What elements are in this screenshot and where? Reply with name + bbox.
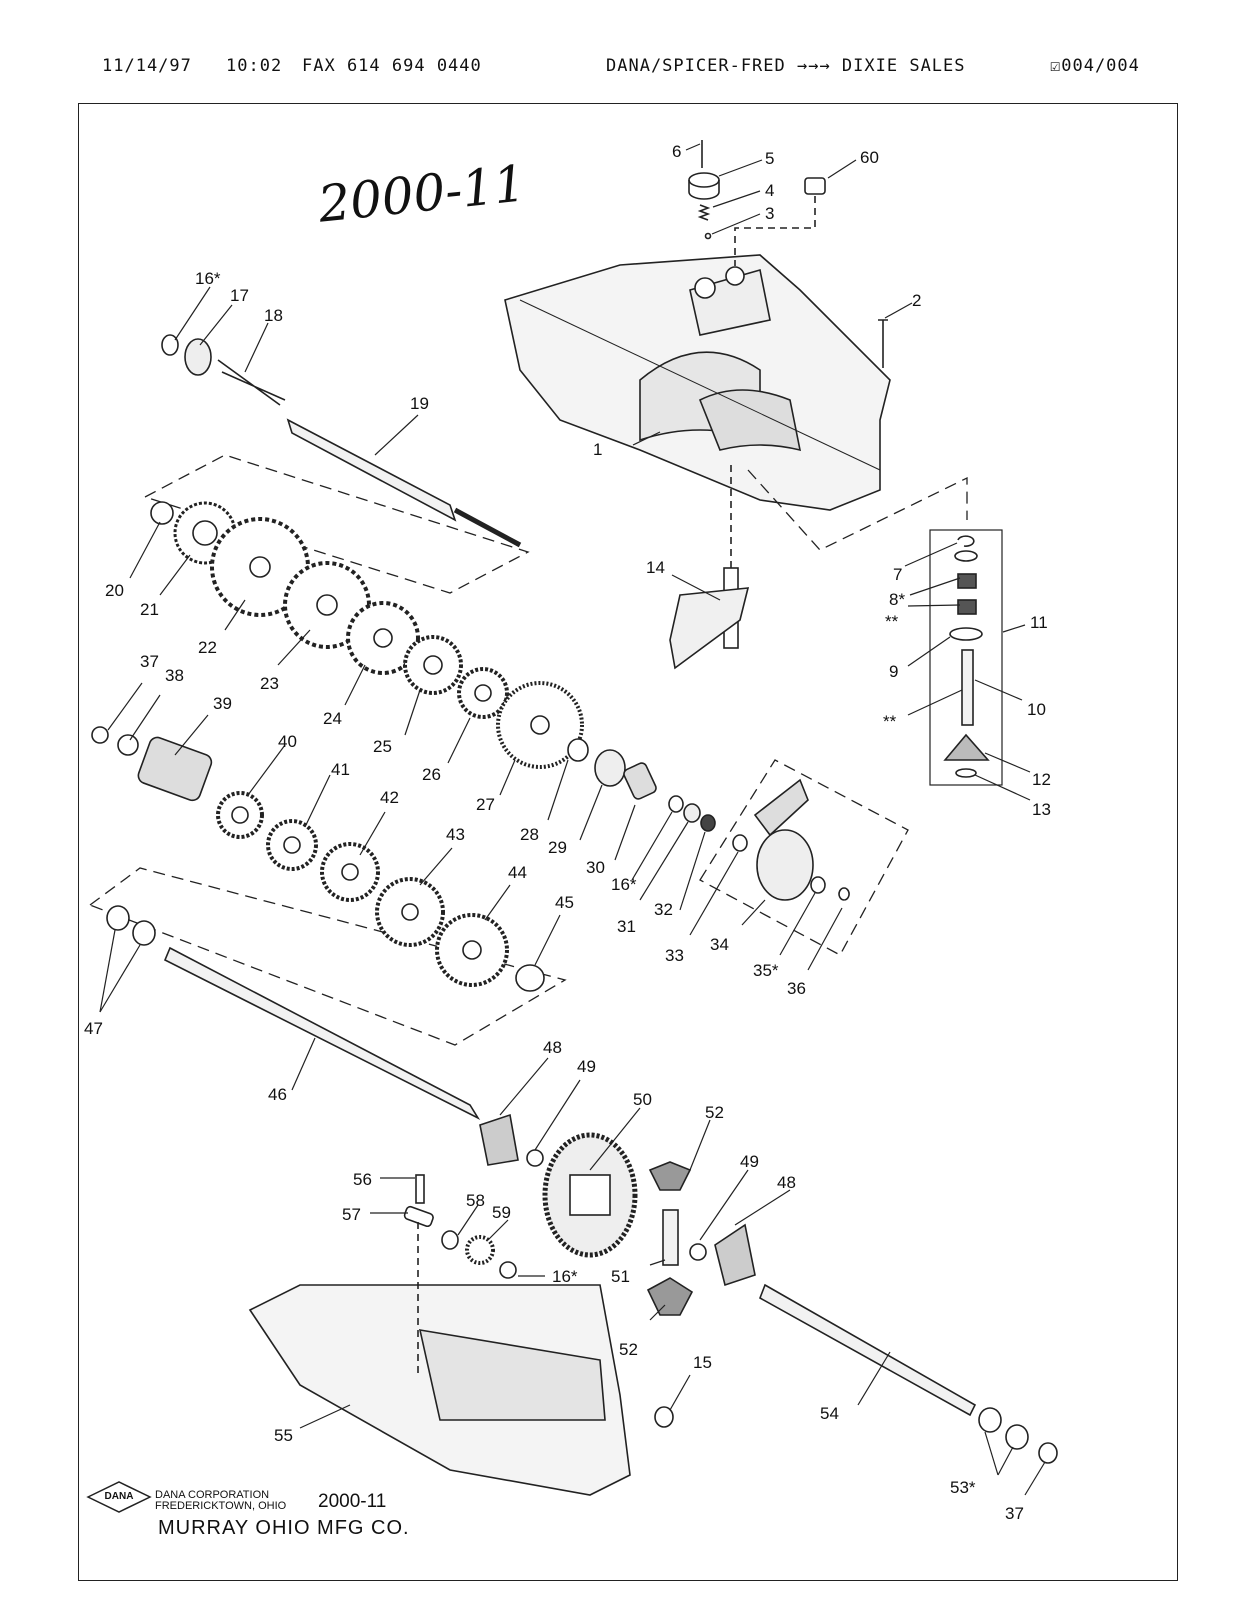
part-label-50: 50 — [633, 1090, 652, 1109]
part-label-12: 12 — [1032, 770, 1051, 789]
drawing-frame — [78, 103, 1178, 1581]
footer-document-number: 2000-11 — [318, 1491, 387, 1512]
part-label-19: 19 — [410, 394, 429, 413]
part-label-3: 3 — [765, 204, 774, 223]
part-label-58: 58 — [466, 1191, 485, 1210]
part-label-9: 9 — [889, 662, 898, 681]
part-label-29: 29 — [548, 838, 567, 857]
part-label-43: 43 — [446, 825, 465, 844]
part-label-17: 17 — [230, 286, 249, 305]
part-label-ss1: ** — [885, 612, 899, 631]
part-label-16b: 16* — [611, 875, 637, 894]
part-label-48a: 48 — [543, 1038, 562, 1057]
part-label-14: 14 — [646, 558, 665, 577]
part-label-32: 32 — [654, 900, 673, 919]
part-label-10: 10 — [1027, 700, 1046, 719]
footer-company: DANA CORPORATION FREDERICKTOWN, OHIO — [155, 1490, 286, 1512]
fax-number: FAX 614 694 0440 — [302, 56, 482, 76]
part-label-15: 15 — [693, 1353, 712, 1372]
part-label-53: 53* — [950, 1478, 976, 1497]
part-label-26: 26 — [422, 765, 441, 784]
part-label-ss2: ** — [883, 712, 897, 731]
fax-date: 11/14/97 — [102, 56, 192, 76]
part-label-1: 1 — [593, 440, 602, 459]
part-label-59: 59 — [492, 1203, 511, 1222]
part-label-45: 45 — [555, 893, 574, 912]
part-label-51: 51 — [611, 1267, 630, 1286]
part-label-44: 44 — [508, 863, 527, 882]
fax-header: 11/14/97 10:02 FAX 614 694 0440 DANA/SPI… — [0, 56, 1238, 86]
part-label-54: 54 — [820, 1404, 839, 1423]
part-label-56: 56 — [353, 1170, 372, 1189]
part-label-13: 13 — [1032, 800, 1051, 819]
part-label-37a: 37 — [140, 652, 159, 671]
part-label-24: 24 — [323, 709, 342, 728]
part-label-39: 39 — [213, 694, 232, 713]
part-label-6: 6 — [672, 142, 681, 161]
fax-route: DANA/SPICER-FRED →→→ DIXIE SALES — [606, 56, 966, 76]
part-label-30: 30 — [586, 858, 605, 877]
parts-drawing — [88, 140, 1058, 1496]
part-label-36: 36 — [787, 979, 806, 998]
part-label-34: 34 — [710, 935, 729, 954]
part-label-28: 28 — [520, 825, 539, 844]
part-label-20: 20 — [105, 581, 124, 600]
part-label-33: 33 — [665, 946, 684, 965]
fax-time: 10:02 — [226, 56, 283, 76]
part-label-22: 22 — [198, 638, 217, 657]
footer-customer-name: MURRAY OHIO MFG CO. — [158, 1517, 410, 1539]
part-label-37b: 37 — [1005, 1504, 1024, 1523]
part-label-11: 11 — [1030, 613, 1048, 632]
leader-lines — [99, 143, 1046, 1496]
part-label-60: 60 — [860, 148, 879, 167]
part-label-55: 55 — [274, 1426, 293, 1445]
part-label-23: 23 — [260, 674, 279, 693]
dana-logo: DANA — [88, 1482, 150, 1512]
part-label-5: 5 — [765, 149, 774, 168]
part-label-52b: 52 — [619, 1340, 638, 1359]
upper-housing — [504, 254, 891, 511]
part-label-52a: 52 — [705, 1103, 724, 1122]
part-label-38: 38 — [165, 666, 184, 685]
part-label-18: 18 — [264, 306, 283, 325]
part-label-46: 46 — [268, 1085, 287, 1104]
part-label-48b: 48 — [777, 1173, 796, 1192]
part-label-31: 31 — [617, 917, 636, 936]
part-label-8: 8* — [889, 590, 905, 609]
part-label-2: 2 — [912, 291, 921, 310]
footer-company-location: FREDERICKTOWN, OHIO — [155, 1500, 287, 1512]
part-label-41: 41 — [331, 760, 350, 779]
part-label-16c: 16* — [552, 1267, 578, 1286]
part-label-47: 47 — [84, 1019, 103, 1038]
part-label-49a: 49 — [577, 1057, 596, 1076]
part-label-7: 7 — [893, 565, 902, 584]
part-label-40: 40 — [278, 732, 297, 751]
part-label-35: 35* — [753, 961, 779, 980]
part-label-57: 57 — [342, 1205, 361, 1224]
part-label-27: 27 — [476, 795, 495, 814]
part-label-21: 21 — [140, 600, 159, 619]
dana-logo-diamond — [86, 1481, 152, 1513]
footer-company-name: DANA CORPORATION — [155, 1489, 270, 1501]
part-label-42: 42 — [380, 788, 399, 807]
dana-logo-text: DANA — [104, 1491, 134, 1502]
part-label-25: 25 — [373, 737, 392, 756]
part-label-16a: 16* — [195, 269, 221, 288]
fax-page-count: ☑004/004 — [1050, 56, 1140, 76]
part-label-4: 4 — [765, 181, 774, 200]
part-label-49b: 49 — [740, 1152, 759, 1171]
